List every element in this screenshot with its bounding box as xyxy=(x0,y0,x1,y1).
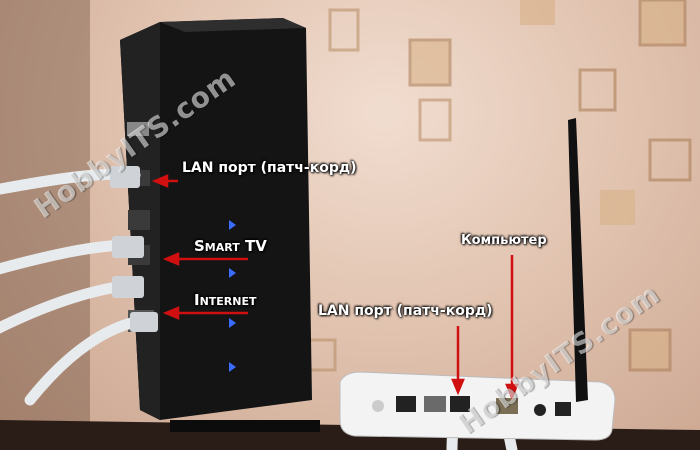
white-modem xyxy=(339,371,616,441)
label-smart-tv: Smart TV xyxy=(194,237,267,255)
label-internet: Internet xyxy=(194,291,257,309)
router-leds xyxy=(229,220,236,372)
label-lan-port-router: LAN порт (патч-корд) xyxy=(182,160,357,176)
label-computer: Компьютер xyxy=(461,233,547,248)
wallpaper-pattern xyxy=(200,0,692,372)
modem-antenna xyxy=(568,118,588,402)
cable-connectors xyxy=(110,166,158,332)
annotation-arrows xyxy=(151,174,519,401)
label-lan-port-modem: LAN порт (патч-корд) xyxy=(318,303,493,319)
